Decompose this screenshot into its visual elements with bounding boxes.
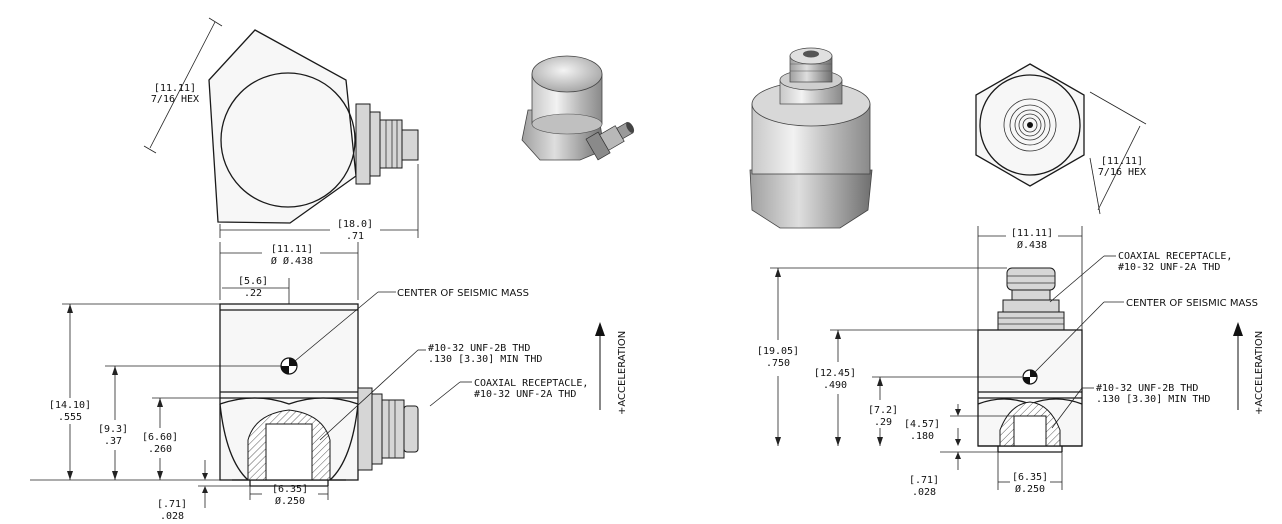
left-accel-label: +ACCELERATION [617,331,628,415]
left-thread-label-2: .130 [3.30] MIN THD [428,354,542,365]
right-dia-dim-mm: [11.11] [1011,228,1053,239]
right-coax-label-1: COAXIAL RECEPTACLE, [1118,251,1232,262]
left-coax-label-2: #10-32 UNF-2A THD [474,389,576,400]
left-length-dim-mm: [18.0] [337,219,373,230]
left-stud-dim-in: Ø.250 [275,495,305,507]
left-base-dim-in: .028 [160,511,184,522]
right-stud-dim-mm: [6.35] [1012,472,1048,483]
left-height-dim-in: .555 [58,412,82,423]
left-side-view: [11.11] Ø Ø.438 [5.6] .22 [30,242,628,522]
left-coax-height-mm: [6.60] [142,432,178,443]
left-connector-base [355,103,371,185]
left-offset-dim-in: .22 [244,288,262,299]
right-center-label: CENTER OF SEISMIC MASS [1126,298,1258,309]
left-thread-label-1: #10-32 UNF-2B THD [428,343,530,354]
left-stud-dim-mm: [6.35] [272,484,308,495]
right-height-dim-in: .750 [766,358,790,369]
right-thread-label-2: .130 [3.30] MIN THD [1096,394,1210,405]
left-hex-label: 7/16 HEX [151,94,199,105]
left-base-dim-mm: [.71] [157,499,187,510]
right-thread-depth-in: .180 [910,431,934,442]
left-length-dim-in: .71 [346,231,364,242]
right-seismic-mass-symbol [1022,369,1038,385]
right-stud-dim-in: Ø.250 [1015,483,1045,495]
side-connector-render [521,55,635,161]
right-hex-label: 7/16 HEX [1098,167,1146,178]
left-dia-dim-mm: [11.11] [271,244,313,255]
left-offset-dim-mm: [5.6] [238,276,268,287]
right-base-dim-in: .028 [912,487,936,498]
left-coax-height-in: .260 [148,444,172,455]
right-thread-label-1: #10-32 UNF-2B THD [1096,383,1198,394]
right-thread-depth-mm: [4.57] [904,419,940,430]
right-height-dim-mm: [19.05] [757,346,799,357]
right-base-dim-mm: [.71] [909,475,939,486]
right-hex-dim-mm: [11.11] [1101,156,1143,167]
right-top-view: [11.11] 7/16 HEX [975,63,1147,215]
right-coax-label-2: #10-32 UNF-2A THD [1118,262,1220,273]
right-acceleration-arrow: +ACCELERATION [1233,322,1265,415]
left-mass-height-in: .37 [104,436,122,447]
right-mass-height-in: .29 [874,417,892,428]
top-connector-render [749,47,873,229]
left-height-dim-mm: [14.10] [49,400,91,411]
left-hex-dim-mm: [11.11] [154,83,196,94]
right-accel-label: +ACCELERATION [1254,331,1265,415]
left-acceleration-arrow: +ACCELERATION [595,322,628,415]
left-dia-dim-in: Ø Ø.438 [271,255,313,267]
left-seismic-mass-symbol [280,357,298,375]
right-dia-dim-in: Ø.438 [1017,239,1047,251]
right-body-height-in: .490 [823,380,847,391]
left-top-view: [11.11] 7/16 HEX [18.0] .71 [143,17,419,242]
left-case-circle [220,72,356,208]
left-center-label: CENTER OF SEISMIC MASS [397,288,529,299]
left-mass-height-mm: [9.3] [98,424,128,435]
right-body-height-mm: [12.45] [814,368,856,379]
right-mass-height-mm: [7.2] [868,405,898,416]
left-coax-label-1: COAXIAL RECEPTACLE, [474,378,588,389]
left-hex-outline [208,29,357,224]
right-side-view: [11.11] Ø.438 [19.05] [757,226,1265,498]
